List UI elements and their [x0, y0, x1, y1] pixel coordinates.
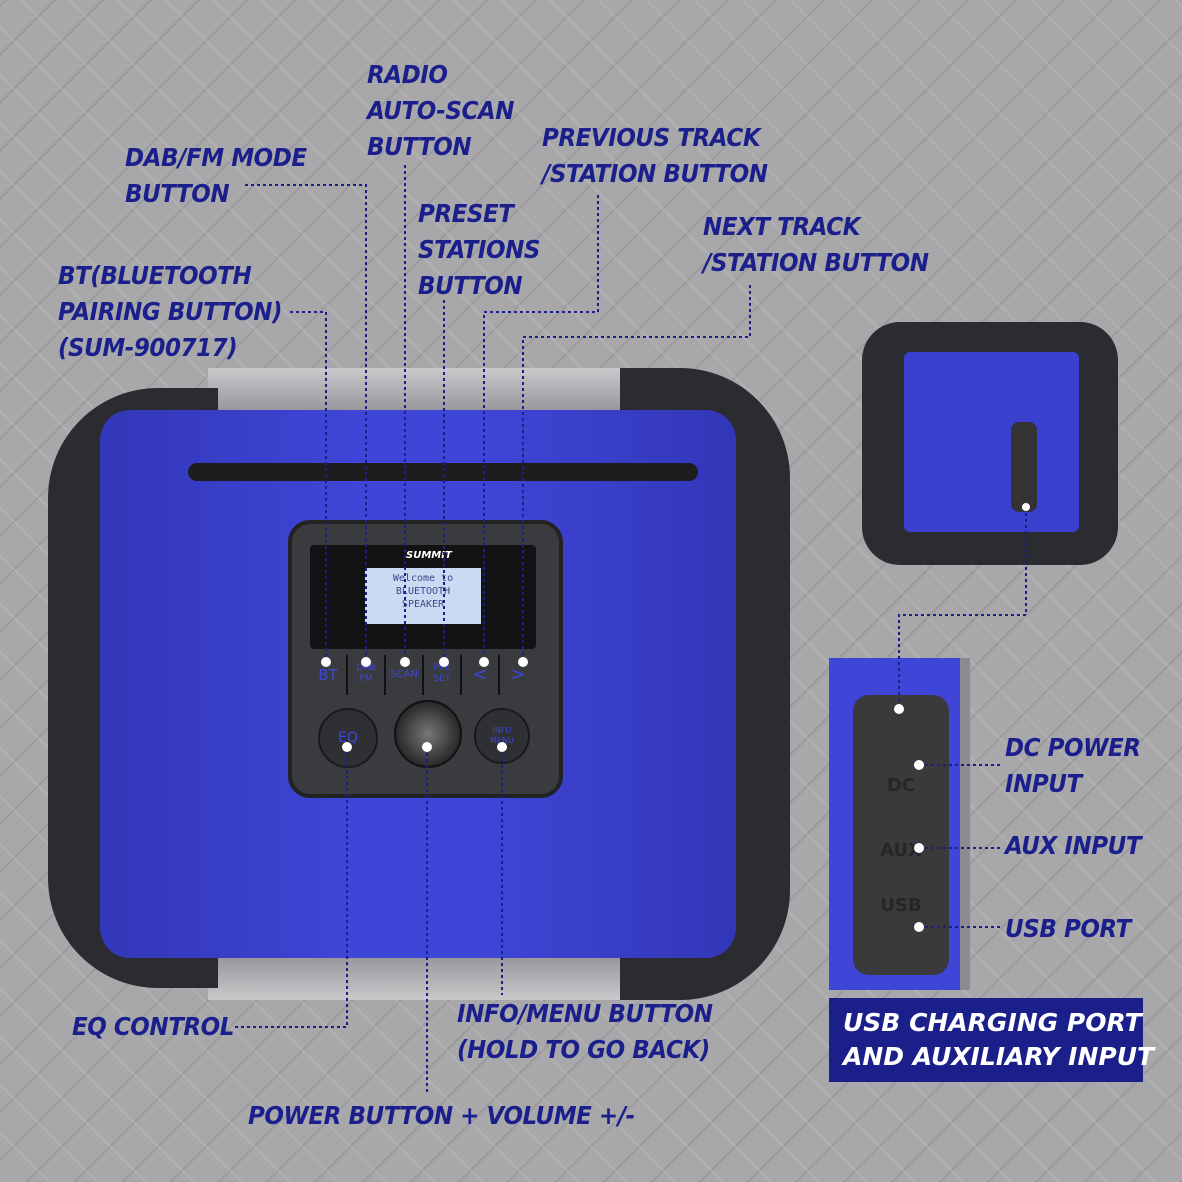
brand-logo: SUMMIT — [406, 550, 452, 561]
label-bt: BT(BLUETOOTH PAIRING BUTTON) (SUM-900717… — [58, 261, 283, 362]
lcd-screen: Welcome to BLUETOOTH SPEAKER — [365, 568, 481, 624]
label-dc: DC POWER INPUT — [1005, 733, 1141, 798]
speaker-main: SUMMIT Welcome to BLUETOOTH SPEAKER BT D… — [48, 368, 790, 1000]
speaker-rear-view — [862, 322, 1118, 565]
previous-button[interactable]: < — [462, 655, 500, 695]
rear-blue-panel — [904, 352, 1079, 532]
button-row: BT DAB FM SCAN PRE SET < > — [310, 655, 536, 695]
label-previous: PREVIOUS TRACK /STATION BUTTON — [542, 123, 768, 188]
port-rubber-cover: DC AUX USB — [853, 695, 949, 975]
label-preset: PRESET STATIONS BUTTON — [418, 199, 541, 300]
label-usb: USB PORT — [1005, 914, 1131, 943]
label-dab-fm: DAB/FM MODE BUTTON — [125, 143, 307, 208]
eq-button[interactable]: EQ — [318, 708, 378, 768]
scan-button[interactable]: SCAN — [386, 655, 424, 695]
label-radio-scan: RADIO AUTO-SCAN BUTTON — [367, 60, 515, 161]
usb-port-label: USB — [880, 895, 922, 916]
dc-port-label: DC — [886, 775, 916, 796]
preset-button[interactable]: PRE SET — [424, 655, 462, 695]
label-info: INFO/MENU BUTTON (HOLD TO GO BACK) — [457, 999, 713, 1064]
rear-port-cover — [1011, 422, 1037, 512]
info-menu-button[interactable]: INFO MENU — [474, 708, 530, 764]
label-aux: AUX INPUT — [1005, 831, 1142, 860]
bt-button[interactable]: BT — [310, 655, 348, 695]
label-eq: EQ CONTROL — [72, 1012, 234, 1041]
port-closeup: DC AUX USB — [829, 658, 970, 990]
callout-usb-aux: USB CHARGING PORT AND AUXILIARY INPUT — [829, 998, 1154, 1082]
dab-fm-button[interactable]: DAB FM — [348, 655, 386, 695]
next-button[interactable]: > — [510, 664, 526, 685]
antenna — [188, 463, 698, 481]
label-next: NEXT TRACK /STATION BUTTON — [703, 212, 929, 277]
label-power: POWER BUTTON + VOLUME +/- — [248, 1101, 635, 1130]
power-volume-knob[interactable] — [394, 700, 462, 768]
aux-port-label: AUX — [880, 840, 922, 861]
closeup-edge — [960, 658, 970, 990]
